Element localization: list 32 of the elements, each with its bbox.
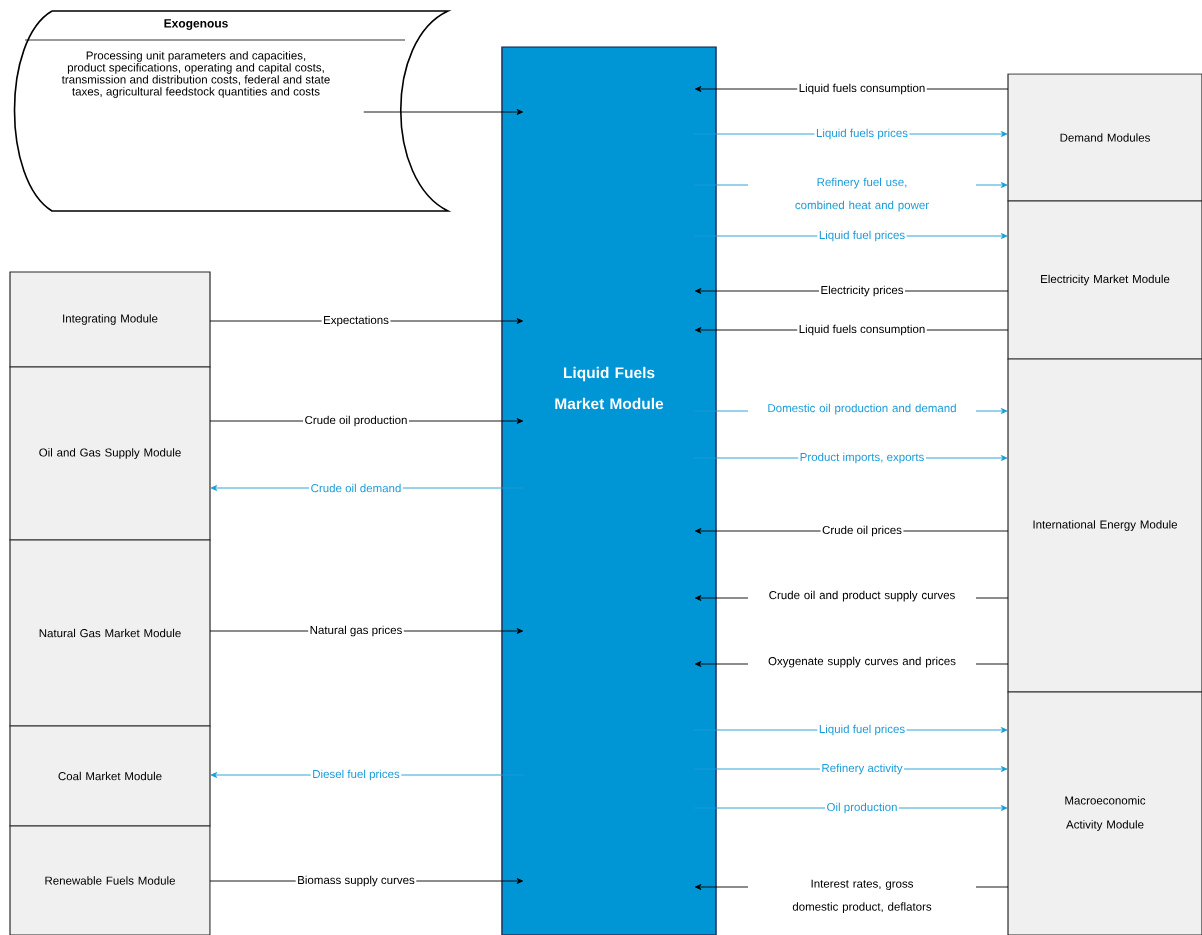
edge-label: Liquid fuels prices — [814, 127, 910, 141]
edge-label: Crude oil and product supply curves — [748, 589, 976, 603]
edge-label: Natural gas prices — [308, 624, 404, 638]
data-store-shape: Exogenous Processing unit parameters and capacities, product specifications, operating and capital costs, transmission and distribution costs, federal and state taxes, agricultural feedstock quantities and costs — [13, 10, 449, 212]
edge-label: Interest rates, gross domestic product, deflators — [748, 878, 976, 915]
edge-label: Refinery fuel use, combined heat and power — [748, 176, 976, 213]
edge-label: Oil production — [825, 801, 899, 815]
edge-label: Liquid fuel prices — [817, 229, 907, 243]
module-box: Renewable Fuels Module — [9, 825, 211, 935]
module-box: Oil and Gas Supply Module — [9, 366, 211, 541]
edge-label: Oxygenate supply curves and prices — [748, 655, 976, 669]
edge-label: Biomass supply curves — [295, 874, 417, 888]
module-box: Electricity Market Module — [1007, 200, 1202, 360]
edge-label: Liquid fuels consumption — [797, 323, 927, 337]
edge-label: Crude oil prices — [820, 524, 904, 538]
edge-label: Liquid fuels consumption — [797, 82, 927, 96]
edge-label: Electricity prices — [818, 284, 906, 298]
module-box: Integrating Module — [9, 271, 211, 368]
module-box: Macroeconomic Activity Module — [1007, 691, 1202, 935]
edge-label: Refinery activity — [819, 762, 905, 776]
module-box: Liquid Fuels Market Module — [501, 46, 717, 935]
edge-label: Product imports, exports — [798, 451, 926, 465]
module-box: Coal Market Module — [9, 725, 211, 827]
edge-label: Crude oil demand — [309, 482, 403, 494]
module-box: Natural Gas Market Module — [9, 539, 211, 727]
arrow — [363, 109, 524, 115]
edge-label: Expectations — [321, 314, 391, 328]
edge-label: Diesel fuel prices — [310, 768, 402, 782]
edge-label: Liquid fuel prices — [817, 723, 907, 737]
edge-label: Domestic oil production and demand — [748, 402, 976, 416]
module-box: Demand Modules — [1007, 73, 1202, 202]
edge-label: Crude oil production — [303, 414, 409, 428]
